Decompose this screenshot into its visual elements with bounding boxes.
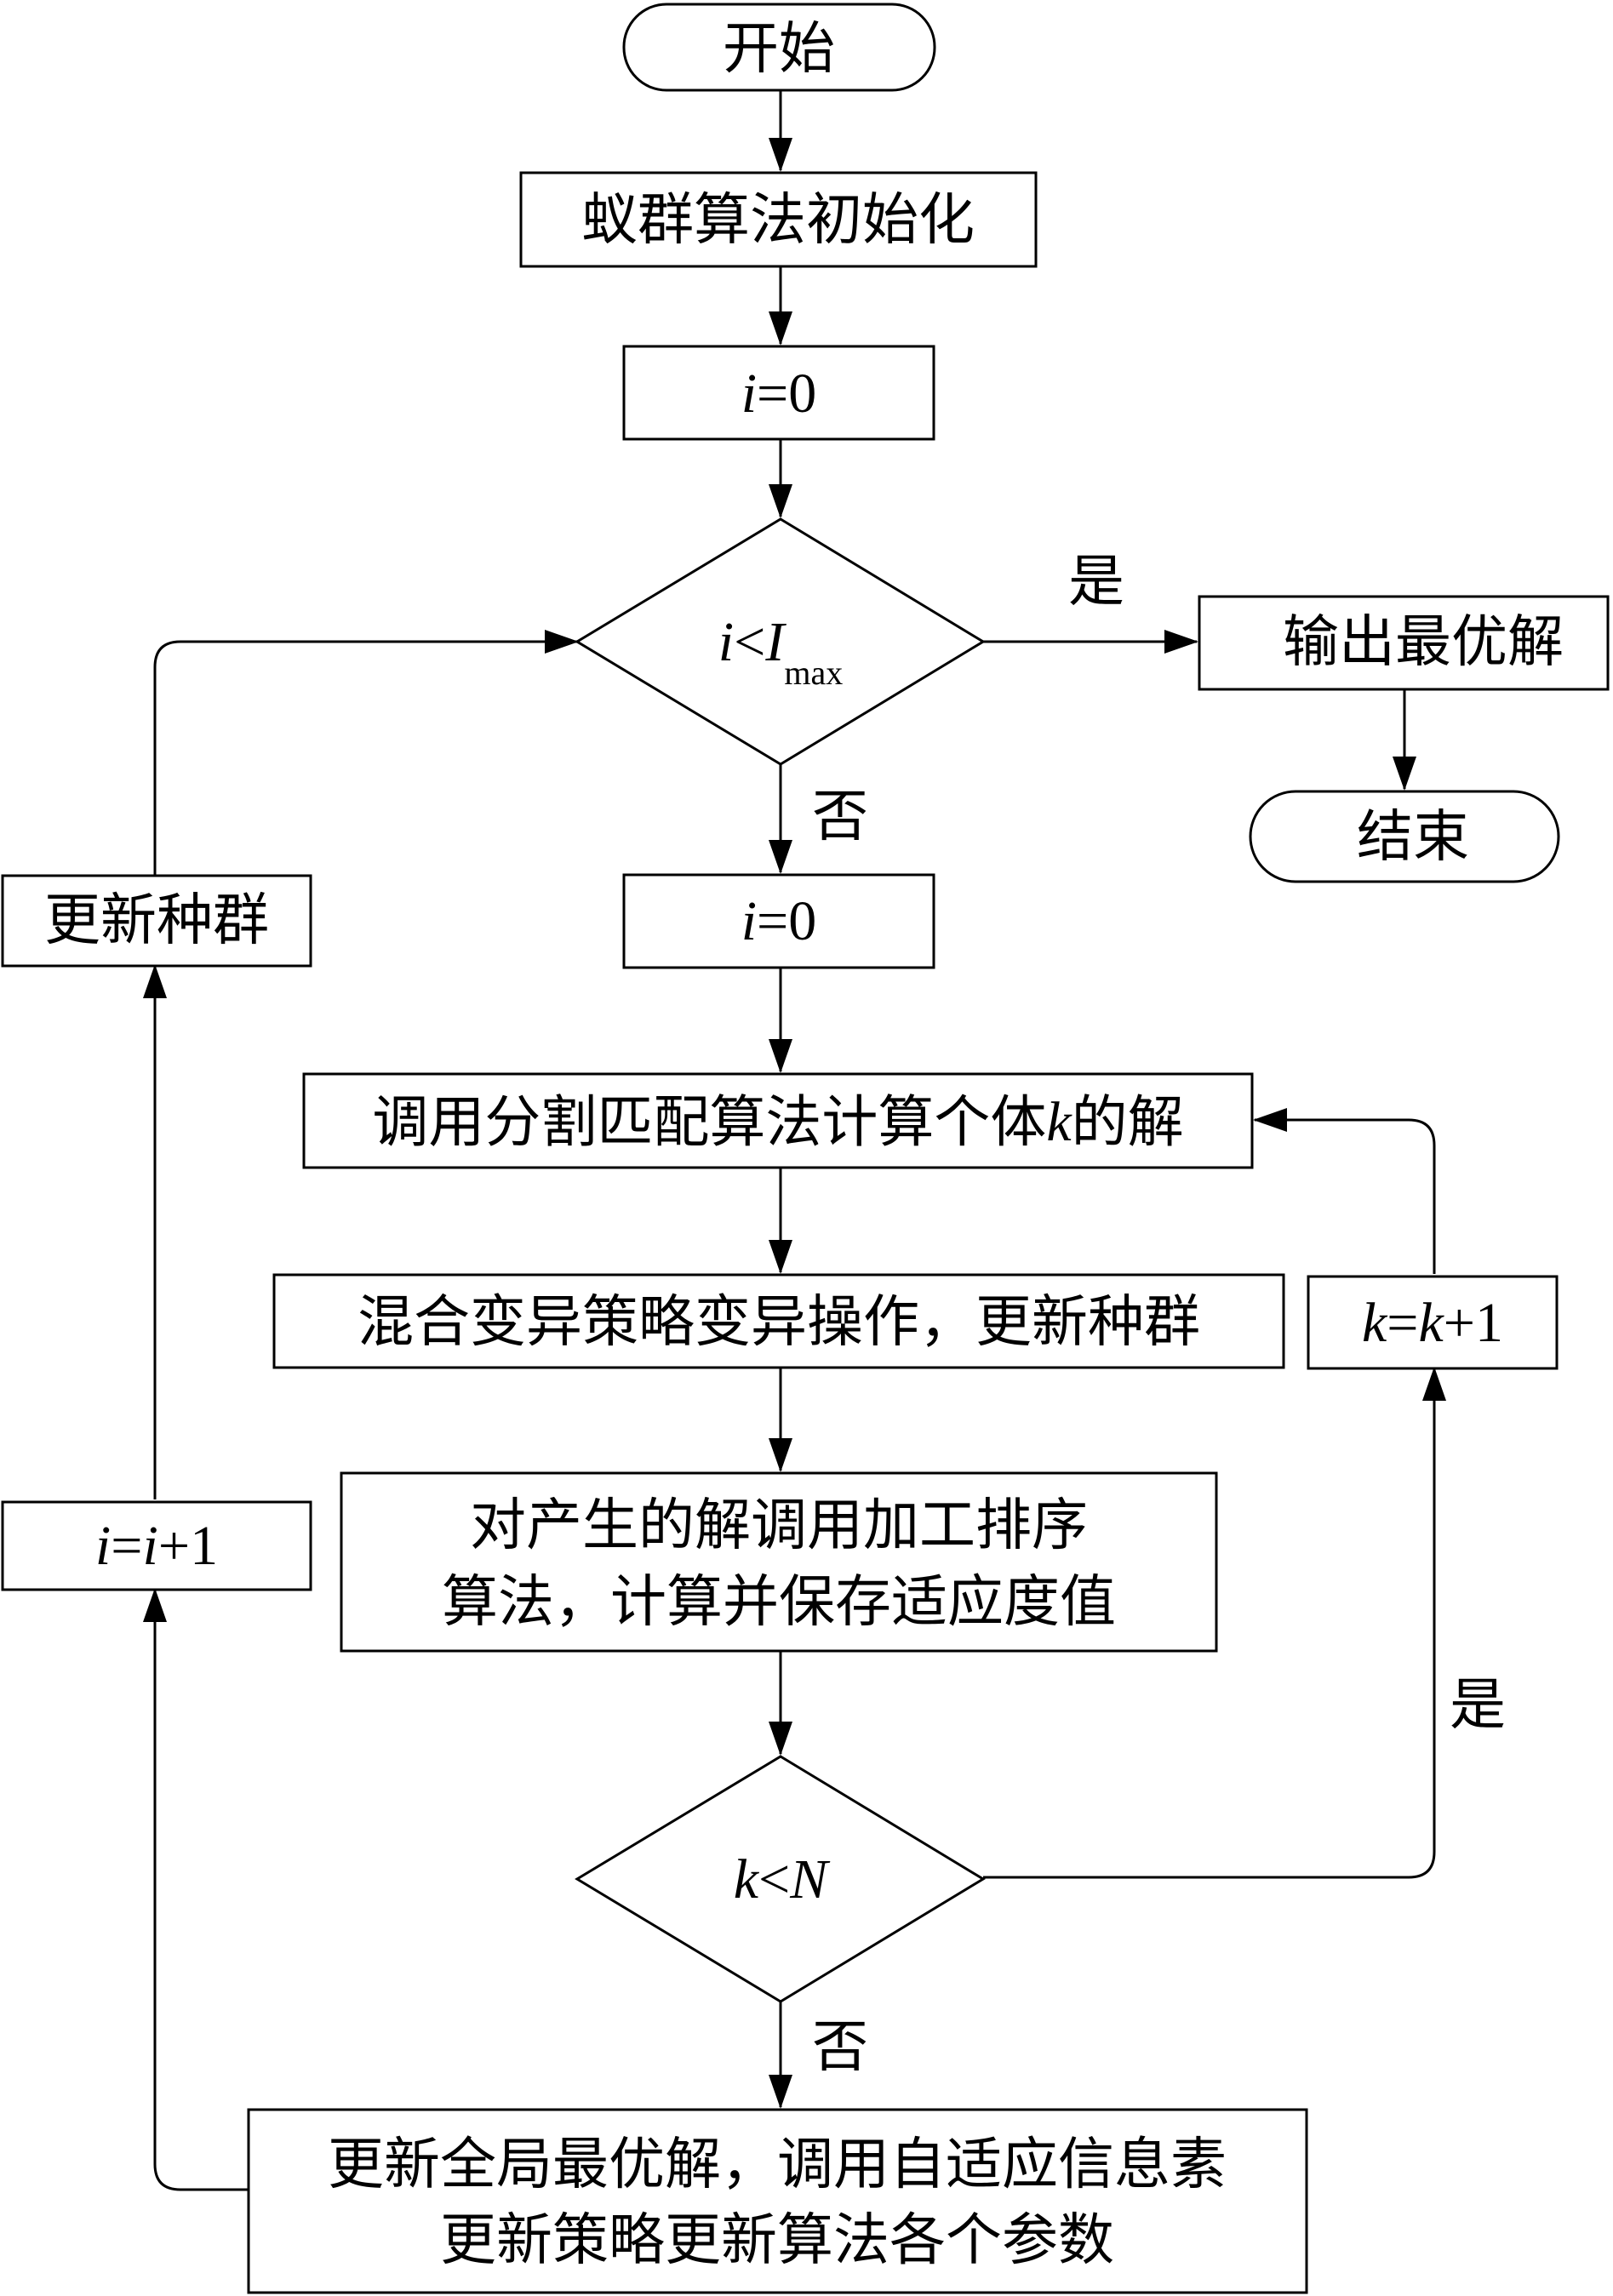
output-label: 输出最优解	[1283, 609, 1564, 675]
mutation-label: 混合变异策略变异操作，更新种群	[357, 1289, 1200, 1355]
condition-k-label: k<N	[734, 1848, 832, 1910]
condition-k-node: k<N	[575, 1755, 986, 2003]
i-increment-var: i	[95, 1515, 111, 1577]
i-zero-top-node: i=0	[622, 345, 935, 441]
k-increment-rest: +1	[1444, 1292, 1503, 1354]
i-zero-top-rest: =0	[757, 363, 816, 425]
condition-i-op: <	[734, 611, 765, 673]
i-increment-node: i=i+1	[1, 1500, 312, 1591]
edge-label-no-bottom: 否	[812, 2014, 868, 2080]
i-zero-mid-node: i=0	[622, 873, 935, 969]
i-increment-eq: =	[111, 1515, 142, 1577]
k-increment-node: k=k+1	[1307, 1275, 1559, 1370]
condition-k-var: k	[734, 1848, 760, 1910]
update-population-label: 更新种群	[44, 888, 269, 953]
mutation-node: 混合变异策略变异操作，更新种群	[272, 1273, 1285, 1369]
i-increment-label: i=i+1	[95, 1515, 218, 1577]
start-node: 开始	[622, 3, 936, 92]
output-node: 输出最优解	[1198, 595, 1610, 691]
call-split-pre: 调用分割匹配算法计算个体	[372, 1089, 1046, 1155]
condition-i-label: i<Imax	[718, 611, 843, 692]
end-node: 结束	[1249, 790, 1560, 883]
edge-updatepop-condi	[153, 630, 579, 877]
end-label: 结束	[1357, 804, 1469, 870]
edge-condk-kinc	[983, 1367, 1446, 1879]
condition-i-var: i	[718, 611, 734, 673]
update-global-line2: 更新策略更新算法各个参数	[440, 2207, 1114, 2273]
call-sort-node: 对产生的解调用加工排序 算法，计算并保存适应度值	[340, 1471, 1218, 1653]
k-increment-eq: =	[1387, 1292, 1418, 1354]
update-population-node: 更新种群	[1, 874, 312, 968]
start-label: 开始	[723, 16, 835, 82]
edge-kinc-callsplit	[1253, 1108, 1436, 1274]
i-zero-mid-var: i	[741, 890, 757, 952]
i-zero-top-var: i	[741, 363, 757, 425]
call-split-post: 的解	[1072, 1089, 1184, 1155]
edges	[143, 90, 1446, 2191]
i-zero-top-label: i=0	[741, 363, 817, 425]
k-increment-var: k	[1362, 1292, 1388, 1354]
k-increment-var2: k	[1419, 1292, 1445, 1354]
update-global-line1: 更新全局最优解，调用自适应信息素	[328, 2132, 1227, 2197]
call-sort-line2: 算法，计算并保存适应度值	[442, 1569, 1116, 1635]
condition-k-var2: N	[789, 1848, 831, 1910]
i-increment-rest: +1	[158, 1515, 218, 1577]
edge-label-yes-right: 是	[1450, 1672, 1506, 1738]
init-node: 蚁群算法初始化	[519, 171, 1038, 268]
edge-label-yes-top: 是	[1068, 549, 1124, 614]
call-sort-line1: 对产生的解调用加工排序	[470, 1493, 1088, 1558]
edge-label-no-top: 否	[812, 784, 868, 849]
k-increment-label: k=k+1	[1362, 1292, 1503, 1354]
update-global-node: 更新全局最优解，调用自适应信息素 更新策略更新算法各个参数	[247, 2108, 1308, 2294]
i-increment-var2: i	[143, 1515, 158, 1577]
call-split-var: k	[1046, 1091, 1072, 1153]
i-zero-mid-label: i=0	[741, 890, 817, 952]
condition-i-sub: max	[784, 654, 843, 692]
call-split-label: 调用分割匹配算法计算个体k的解	[372, 1089, 1183, 1155]
condition-i-node: i<Imax	[575, 517, 986, 766]
edge-updateglobal-iinc	[143, 1588, 249, 2191]
i-zero-mid-rest: =0	[757, 890, 816, 952]
init-label: 蚁群算法初始化	[581, 187, 975, 253]
call-split-node: 调用分割匹配算法计算个体k的解	[302, 1072, 1254, 1169]
condition-k-op: <	[758, 1848, 790, 1910]
condition-i-var2: I	[764, 611, 786, 673]
